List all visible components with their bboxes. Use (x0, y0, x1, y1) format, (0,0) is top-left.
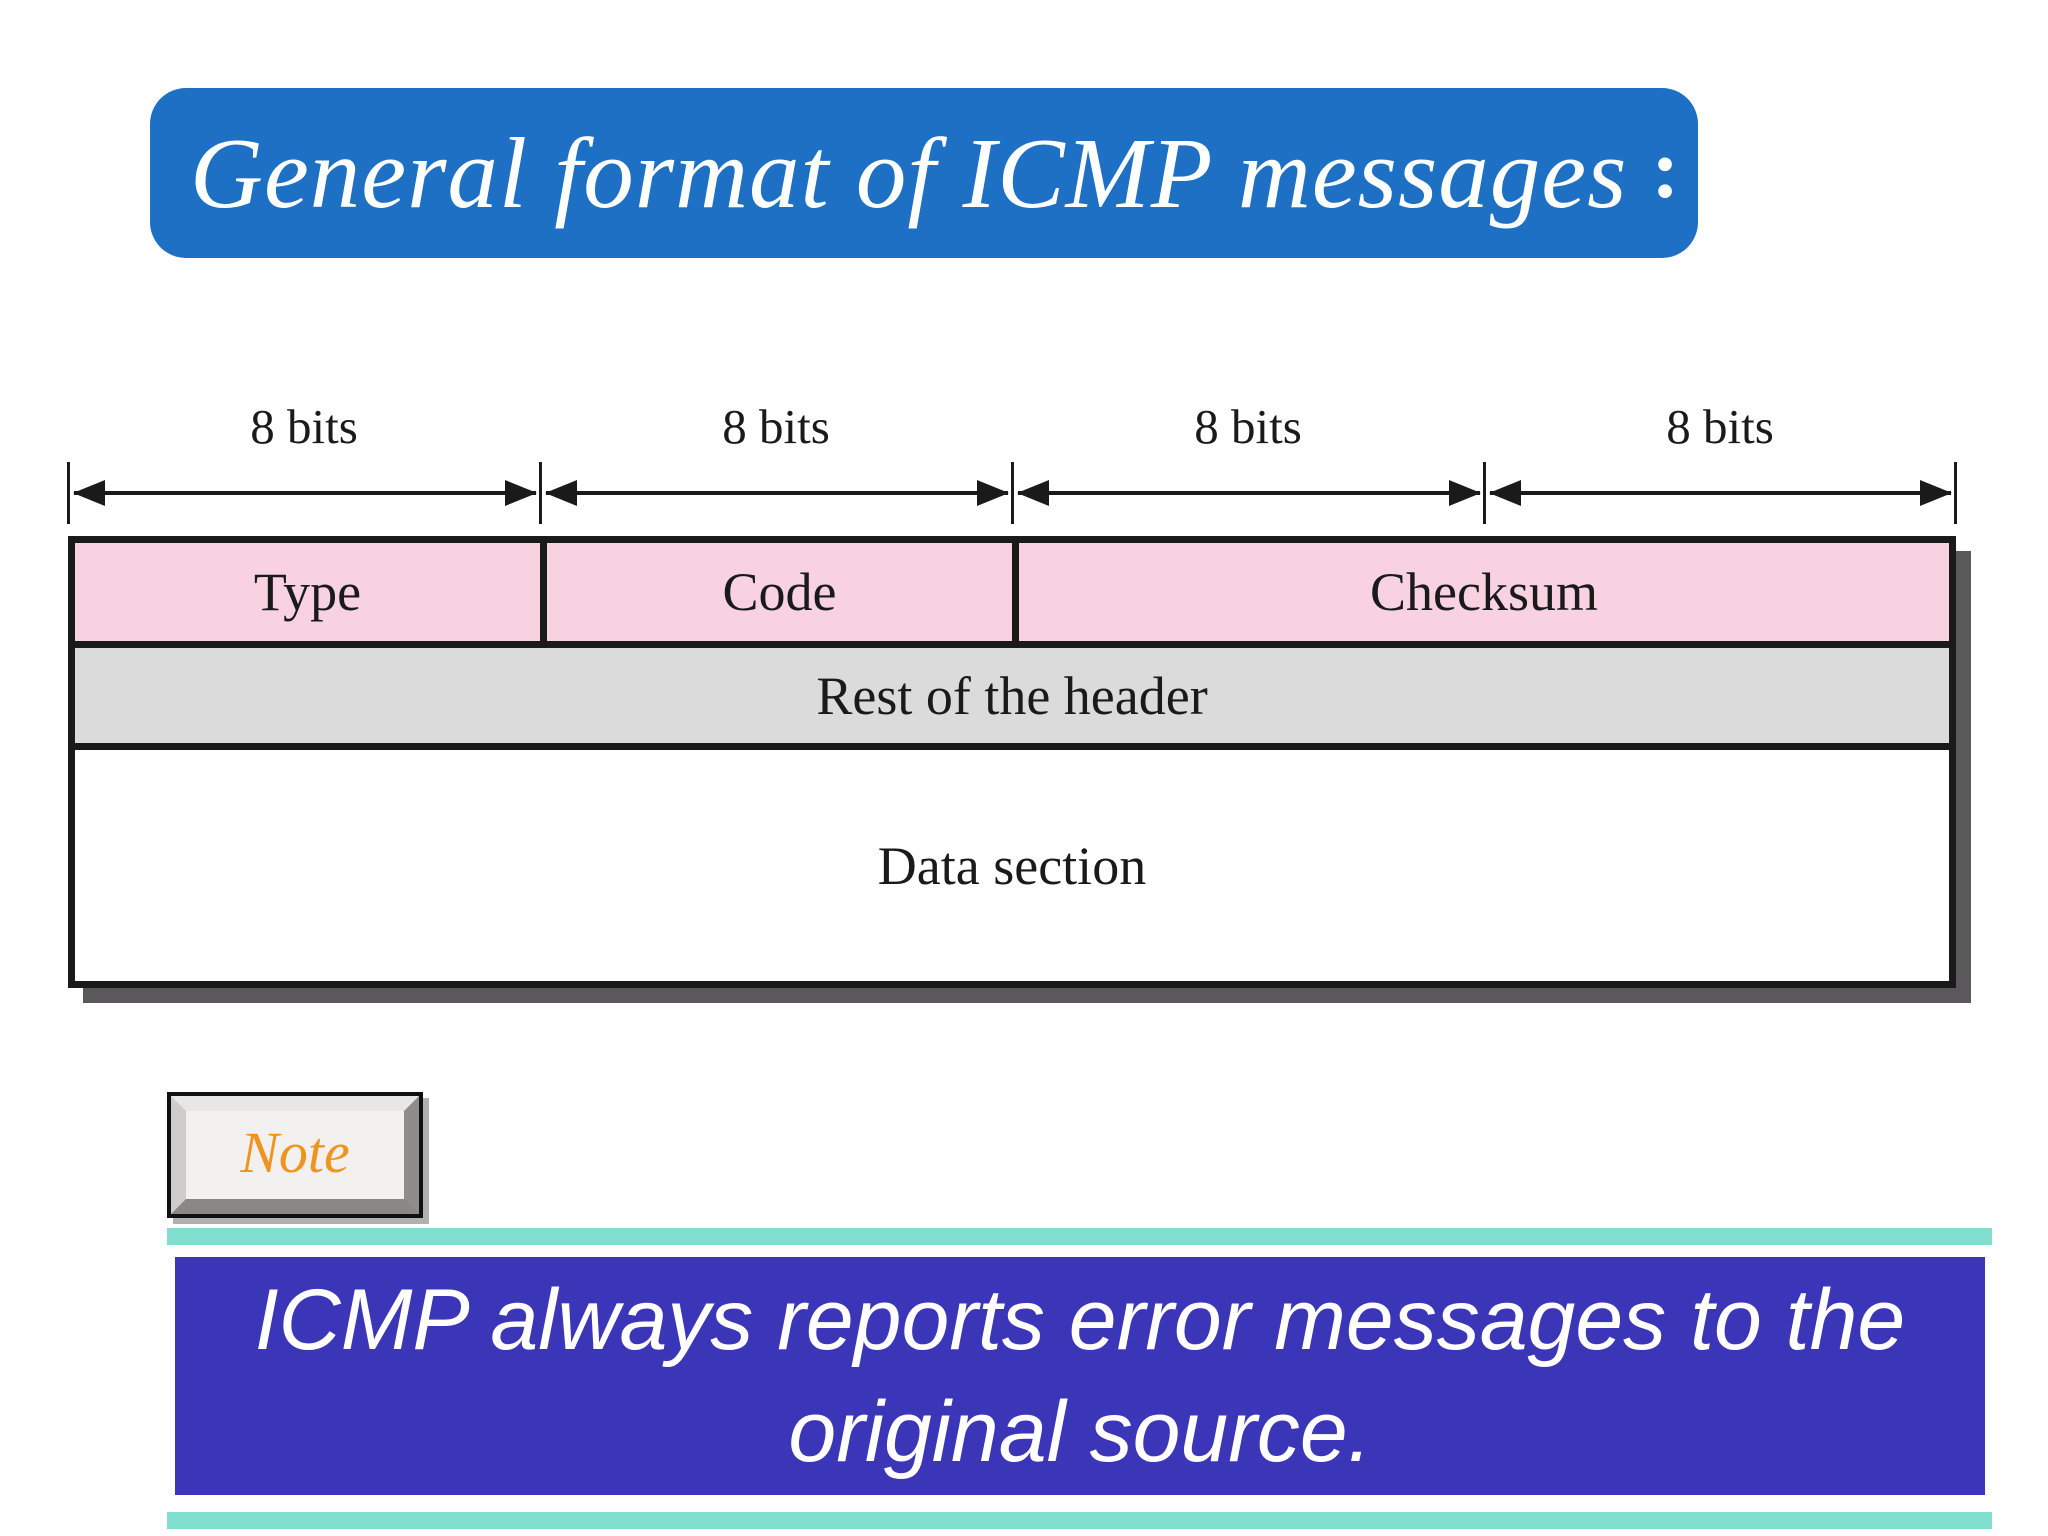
note-callout: ICMP always reports error messages to th… (175, 1257, 1985, 1495)
icmp-format-table: Type Code Checksum Rest of the header Da… (68, 536, 1956, 988)
note-button[interactable]: Note (167, 1092, 423, 1218)
bit-width-label: 8 bits (1194, 399, 1302, 454)
boundary-tick (1954, 462, 1957, 524)
callout-line-1: ICMP always reports error messages to th… (254, 1272, 1906, 1368)
bit-width-label: 8 bits (1666, 399, 1774, 454)
measure-arrow (73, 480, 537, 506)
boundary-tick (67, 462, 70, 524)
measure-arrow (1489, 480, 1952, 506)
note-button-face: Note (171, 1096, 419, 1214)
boundary-tick (539, 462, 542, 524)
bit-width-label: 8 bits (722, 399, 830, 454)
title-colon: : (1651, 122, 1680, 216)
rest-of-header-row: Rest of the header (75, 648, 1949, 750)
boundary-tick (1483, 462, 1486, 524)
code-cell: Code (547, 543, 1019, 641)
data-section-row: Data section (75, 750, 1949, 981)
boundary-tick (1011, 462, 1014, 524)
measure-arrow (545, 480, 1009, 506)
page-title: General format of ICMP messages (190, 117, 1628, 229)
bit-width-label: 8 bits (250, 399, 358, 454)
divider-bottom (167, 1512, 1992, 1529)
type-cell: Type (75, 543, 547, 641)
checksum-cell: Checksum (1370, 562, 1598, 622)
callout-line-2: original source. (788, 1384, 1372, 1480)
field-row: Type Code Checksum (75, 543, 1949, 648)
measure-arrow (1017, 480, 1481, 506)
title-banner: General format of ICMP messages : (150, 88, 1698, 258)
note-label: Note (240, 1119, 350, 1185)
divider-top (167, 1228, 1992, 1245)
